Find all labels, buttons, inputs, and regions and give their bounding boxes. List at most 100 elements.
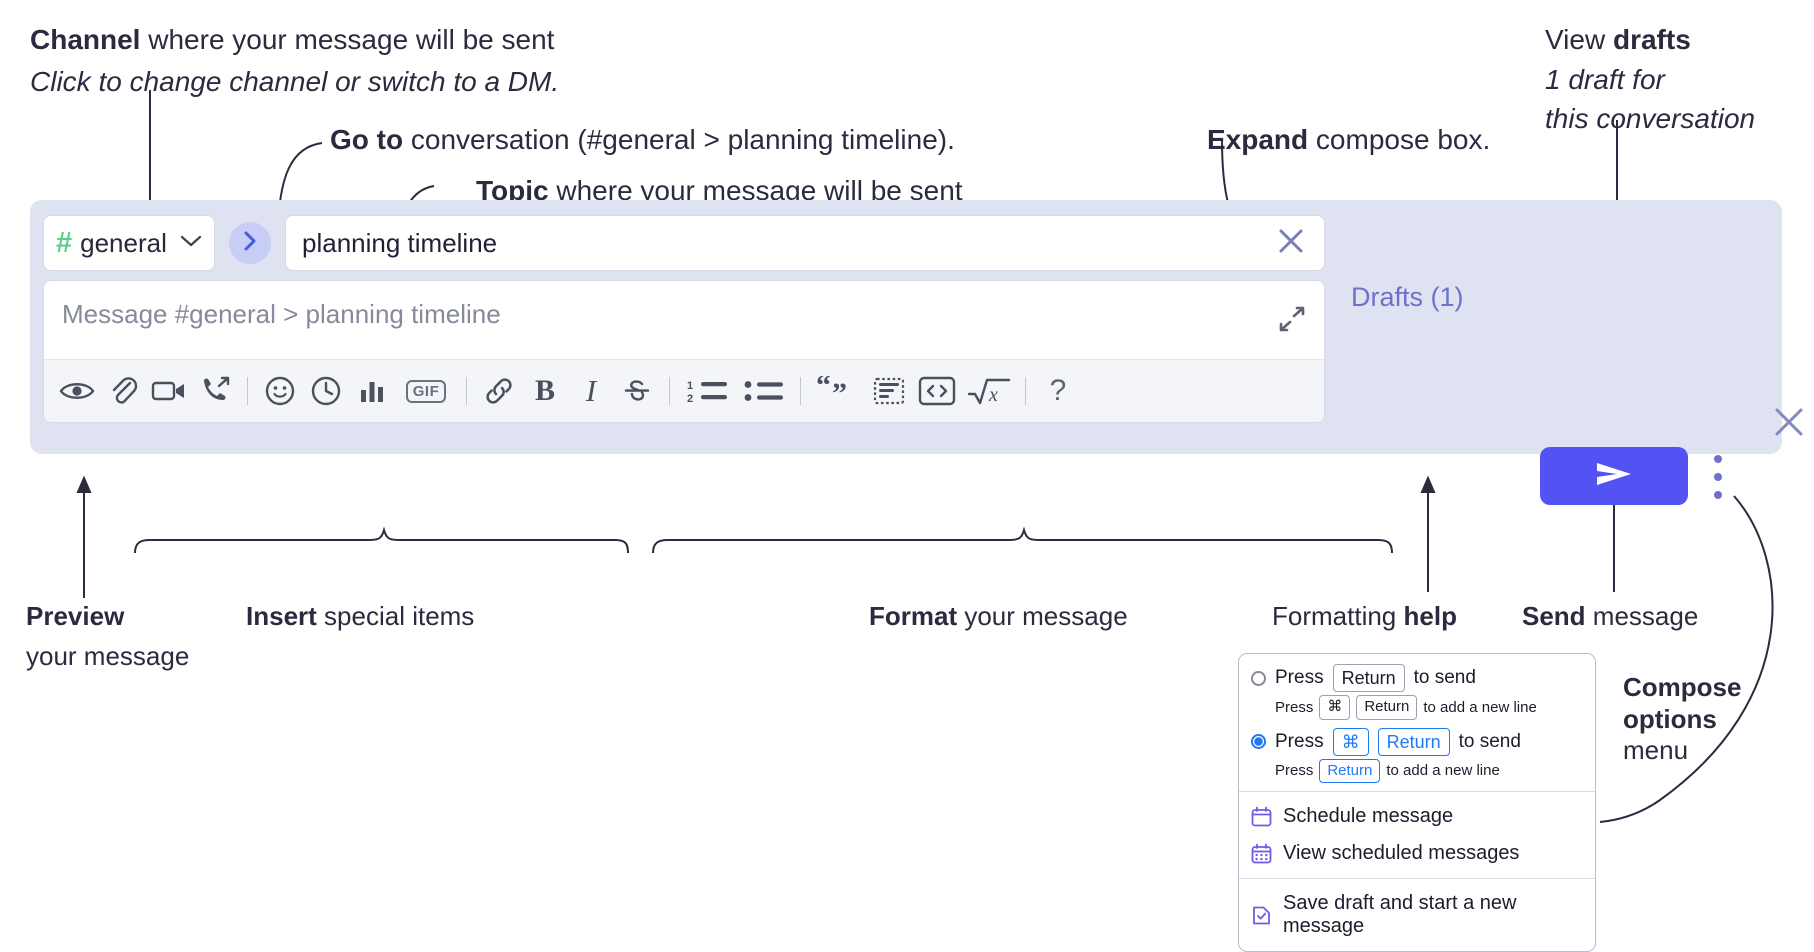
annotation-channel: Channel where your message will be sent … <box>30 22 650 101</box>
annotation-channel-italic: Click to change channel or switch to a D… <box>30 66 560 98</box>
menu-group-draft: Save draft and start a new message <box>1239 879 1595 951</box>
option-subline: Press Return to add a new line <box>1275 758 1583 784</box>
annotation-fhelp-bold: help <box>1403 601 1457 631</box>
annotation-insert-rest: special items <box>316 601 475 631</box>
svg-text:”: ” <box>832 377 847 406</box>
annotation-send-rest: message <box>1585 601 1699 631</box>
annotation-compose-options: Compose options menu <box>1623 672 1814 767</box>
spoiler-icon[interactable] <box>866 368 912 414</box>
subline-pre: Press <box>1275 762 1314 780</box>
option-pre: Press <box>1275 730 1324 752</box>
svg-text:2: 2 <box>687 393 693 404</box>
help-icon[interactable]: ? <box>1035 368 1081 414</box>
annotation-format: Format your message <box>869 600 1289 634</box>
clear-topic-icon[interactable] <box>1274 224 1308 263</box>
annotation-fhelp-rest: Formatting <box>1272 601 1404 631</box>
link-icon[interactable] <box>476 368 522 414</box>
hash-icon: # <box>56 226 73 259</box>
annotation-drafts-pre: View <box>1545 24 1613 55</box>
key-chip: Return <box>1356 695 1418 720</box>
annotation-channel-rest: where your message will be sent <box>140 24 555 55</box>
annotation-drafts-italic2: this conversation <box>1545 102 1756 134</box>
strikethrough-icon[interactable] <box>614 368 660 414</box>
bulleted-list-icon[interactable] <box>737 368 791 414</box>
preview-icon[interactable] <box>54 368 100 414</box>
toolbar-separator <box>669 377 670 405</box>
video-icon[interactable] <box>146 368 192 414</box>
svg-text:1: 1 <box>687 380 693 392</box>
calendar-schedule-icon <box>1251 806 1272 827</box>
call-icon[interactable] <box>192 368 238 414</box>
annotation-goto: Go to conversation (#general > planning … <box>330 122 1050 158</box>
toolbar-separator <box>800 377 801 405</box>
help-label: ? <box>1049 374 1067 407</box>
gif-label: GIF <box>405 379 447 403</box>
annotation-format-bold: Format <box>869 601 958 631</box>
quote-icon[interactable]: “” <box>810 368 866 414</box>
menu-group-schedule: Schedule message View scheduled messages <box>1239 792 1595 878</box>
subline-post: to add a new line <box>1423 698 1537 716</box>
goto-conversation-button[interactable] <box>229 222 271 264</box>
svg-text:x: x <box>988 384 998 406</box>
gif-icon[interactable]: GIF <box>395 368 457 414</box>
menu-item-view-scheduled[interactable]: View scheduled messages <box>1239 835 1595 872</box>
message-box: Message #general > planning timeline <box>43 280 1325 423</box>
radio-button[interactable] <box>1251 670 1266 686</box>
menu-item-schedule-message[interactable]: Schedule message <box>1239 798 1595 835</box>
compose-options-button[interactable] <box>1705 455 1731 499</box>
subline-post: to add a new line <box>1386 762 1500 780</box>
calendar-grid-icon <box>1251 843 1272 864</box>
key-chip: Return <box>1319 758 1381 784</box>
key-chip: ⌘ <box>1332 727 1369 756</box>
annotation-expand-bold: Expand <box>1207 124 1309 155</box>
chevron-right-icon <box>242 230 258 257</box>
math-icon[interactable]: x <box>962 368 1016 414</box>
keybinding-option[interactable]: Press ⌘ Return to send Press Return to a… <box>1251 727 1583 784</box>
radio-button-selected[interactable] <box>1251 734 1266 750</box>
send-keybinding-options: Press Return to send Press ⌘ Return to a… <box>1239 654 1595 791</box>
save-draft-icon <box>1251 905 1272 926</box>
emoji-icon[interactable] <box>257 368 303 414</box>
kebab-dot <box>1714 455 1722 463</box>
toolbar-separator <box>247 377 248 405</box>
close-icon[interactable] <box>1772 405 1806 444</box>
keybinding-option[interactable]: Press Return to send Press ⌘ Return to a… <box>1251 664 1583 720</box>
compose-header-row: # general planning timeline <box>43 214 1325 272</box>
expand-icon[interactable] <box>1276 303 1308 340</box>
menu-item-label: Schedule message <box>1283 805 1454 828</box>
toolbar-separator <box>466 377 467 405</box>
topic-field[interactable]: planning timeline <box>285 215 1325 271</box>
annotation-format-rest: your message <box>957 601 1128 631</box>
attachment-icon[interactable] <box>100 368 146 414</box>
key-chip: Return <box>1377 727 1450 756</box>
menu-item-save-draft[interactable]: Save draft and start a new message <box>1239 885 1595 945</box>
send-arrow-icon <box>1591 457 1637 496</box>
menu-divider <box>1239 791 1595 793</box>
italic-icon[interactable]: I <box>585 373 597 408</box>
send-button[interactable] <box>1540 447 1688 505</box>
message-input[interactable]: Message #general > planning timeline <box>44 281 1324 359</box>
annotation-drafts-italic1: 1 draft for <box>1545 64 1665 96</box>
compose-options-menu: Press Return to send Press ⌘ Return to a… <box>1238 653 1596 952</box>
annotation-formatting-help: Formatting help <box>1272 600 1602 634</box>
annotation-send-bold: Send <box>1522 601 1586 631</box>
annotation-insert: Insert special items <box>246 600 646 634</box>
option-post: to send <box>1458 730 1521 752</box>
annotation-send: Send message <box>1522 600 1814 634</box>
annotation-drafts: View drafts 1 draft for this conversatio… <box>1545 22 1814 137</box>
topic-value: planning timeline <box>302 227 498 258</box>
bold-icon[interactable]: B <box>534 374 555 407</box>
code-icon[interactable] <box>912 368 962 414</box>
channel-selector[interactable]: # general <box>43 215 215 271</box>
reminder-clock-icon[interactable] <box>303 368 349 414</box>
poll-icon[interactable] <box>349 368 395 414</box>
kebab-dot <box>1714 491 1722 499</box>
annotation-copts-bold1: Compose <box>1623 672 1742 702</box>
drafts-link[interactable]: Drafts (1) <box>1351 282 1464 312</box>
annotation-preview-rest: your message <box>26 640 190 671</box>
annotation-preview: Preview your message <box>26 600 256 674</box>
annotation-goto-rest: conversation (#general > planning timeli… <box>403 124 955 155</box>
compose-panel: # general planning timeline M <box>30 200 1803 454</box>
